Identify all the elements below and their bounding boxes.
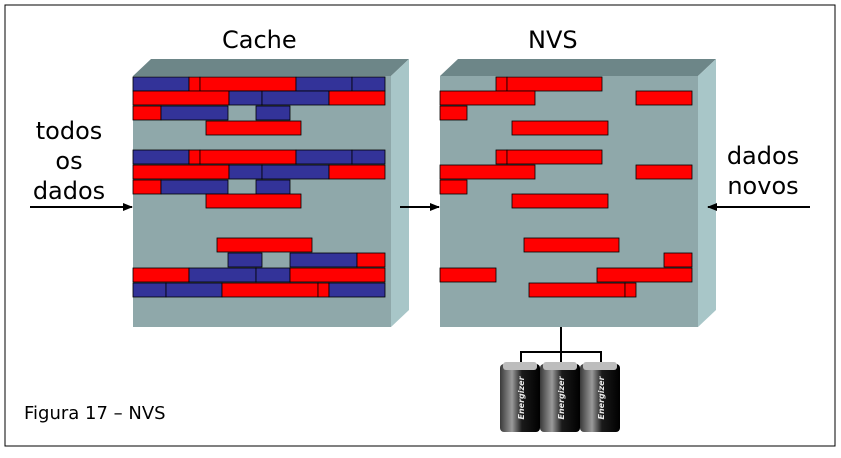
battery-body — [500, 364, 540, 432]
cache-segment — [216, 237, 313, 253]
cache-segment — [328, 282, 386, 298]
nvs-segments — [439, 76, 693, 298]
nvs-segment — [439, 164, 536, 180]
cache-segment — [205, 120, 302, 136]
cache-segment — [132, 105, 162, 121]
cache-segment — [227, 252, 263, 268]
cache-segment — [295, 149, 353, 165]
nvs-segment — [506, 149, 603, 165]
left-input-label: todos os dados — [32, 117, 106, 205]
cache-segment — [228, 90, 263, 106]
battery: Energizer — [540, 362, 580, 432]
cache-block — [132, 59, 409, 327]
nvs-segment — [439, 90, 536, 106]
cache-segment — [132, 179, 162, 195]
cache-segment — [188, 76, 201, 92]
cache-segment — [132, 282, 167, 298]
cache-segment — [132, 76, 190, 92]
cache-segment — [205, 193, 302, 209]
cache-segment — [261, 164, 330, 180]
cache-block-top — [133, 59, 409, 76]
cache-segment — [199, 76, 297, 92]
nvs-segment — [635, 90, 693, 106]
nvs-segment — [439, 179, 468, 195]
figure-caption: Figura 17 – NVS — [24, 403, 166, 424]
battery-body — [580, 364, 620, 432]
nvs-segment — [506, 76, 603, 92]
cache-segment — [328, 90, 386, 106]
battery: Energizer — [500, 362, 540, 432]
cache-segment — [199, 149, 297, 165]
cache-segment — [228, 164, 263, 180]
cache-title: Cache — [222, 26, 297, 54]
nvs-segment — [663, 252, 693, 268]
nvs-segment — [523, 237, 620, 253]
cache-segment — [188, 267, 257, 283]
nvs-segment — [511, 120, 609, 136]
nvs-segment — [596, 267, 693, 283]
cache-segment — [160, 179, 229, 195]
cache-segment — [132, 149, 190, 165]
battery-cap — [543, 362, 577, 370]
battery-brand-text: Energizer — [557, 375, 566, 419]
cache-segment — [328, 164, 386, 180]
nvs-segment — [511, 193, 609, 209]
cache-segment — [295, 76, 353, 92]
nvs-block-side — [698, 59, 716, 327]
battery-brand-text: Energizer — [597, 375, 606, 419]
nvs-segment — [635, 164, 693, 180]
battery-cap — [503, 362, 537, 370]
cache-segment — [132, 267, 190, 283]
battery-cap — [583, 362, 617, 370]
nvs-segment — [624, 282, 637, 298]
nvs-segment — [495, 149, 508, 165]
cache-segment — [351, 76, 386, 92]
cache-segment — [160, 105, 229, 121]
cache-segment — [255, 105, 291, 121]
battery-body — [540, 364, 580, 432]
cache-segment — [289, 267, 386, 283]
cache-segment — [289, 252, 358, 268]
cache-segment — [132, 164, 230, 180]
cache-segment — [317, 282, 330, 298]
nvs-block — [439, 59, 716, 327]
cache-segments — [132, 76, 386, 298]
cache-segment — [221, 282, 319, 298]
cache-segment — [261, 90, 330, 106]
nvs-segment — [439, 105, 468, 121]
cache-segment — [255, 179, 291, 195]
cache-segment — [188, 149, 201, 165]
battery: Energizer — [580, 362, 620, 432]
nvs-segment — [495, 76, 508, 92]
right-input-label: dados novos — [726, 142, 800, 200]
battery-pack: Energizer Energizer Energizer — [500, 362, 620, 432]
cache-segment — [165, 282, 223, 298]
cache-segment — [351, 149, 386, 165]
cache-block-side — [391, 59, 409, 327]
nvs-segment — [528, 282, 626, 298]
nvs-title: NVS — [528, 26, 578, 54]
nvs-segment — [439, 267, 497, 283]
cache-segment — [255, 267, 291, 283]
cache-segment — [132, 90, 230, 106]
nvs-block-top — [440, 59, 716, 76]
cache-segment — [356, 252, 386, 268]
battery-brand-text: Energizer — [517, 375, 526, 419]
